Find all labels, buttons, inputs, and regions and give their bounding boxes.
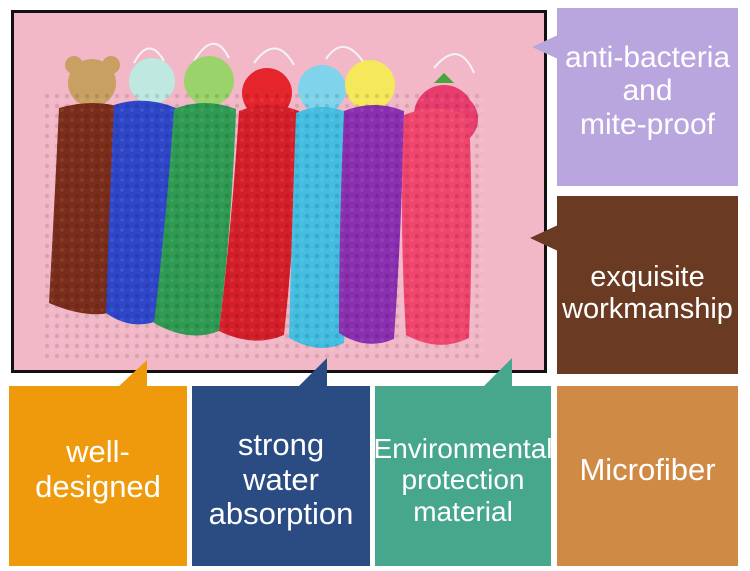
feature-label: well-designed <box>35 434 161 504</box>
towels <box>44 93 484 358</box>
feature-anti-bacteria: anti-bacteria and mite-proof <box>557 8 738 186</box>
callout-pointer <box>532 35 558 59</box>
feature-label: Microfiber <box>579 451 716 487</box>
callout-pointer <box>297 358 327 388</box>
feature-label: anti-bacteria and mite-proof <box>564 40 731 141</box>
feature-label: Environmental protection material <box>373 432 553 527</box>
chenille-towels-illustration <box>44 42 484 358</box>
feature-microfiber: Microfiber <box>557 386 738 566</box>
feature-well-designed: well-designed <box>9 386 187 566</box>
feature-environmental: Environmental protection material <box>373 386 553 566</box>
callout-pointer <box>530 225 558 251</box>
feature-label: strong water absorption <box>208 426 354 532</box>
feature-water-absorption: strong water absorption <box>192 386 370 566</box>
feature-workmanship: exquisite workmanship <box>557 196 738 374</box>
product-photo <box>11 10 547 373</box>
callout-pointer <box>482 358 512 388</box>
feature-label: exquisite workmanship <box>562 260 733 325</box>
callout-pointer <box>117 360 147 388</box>
